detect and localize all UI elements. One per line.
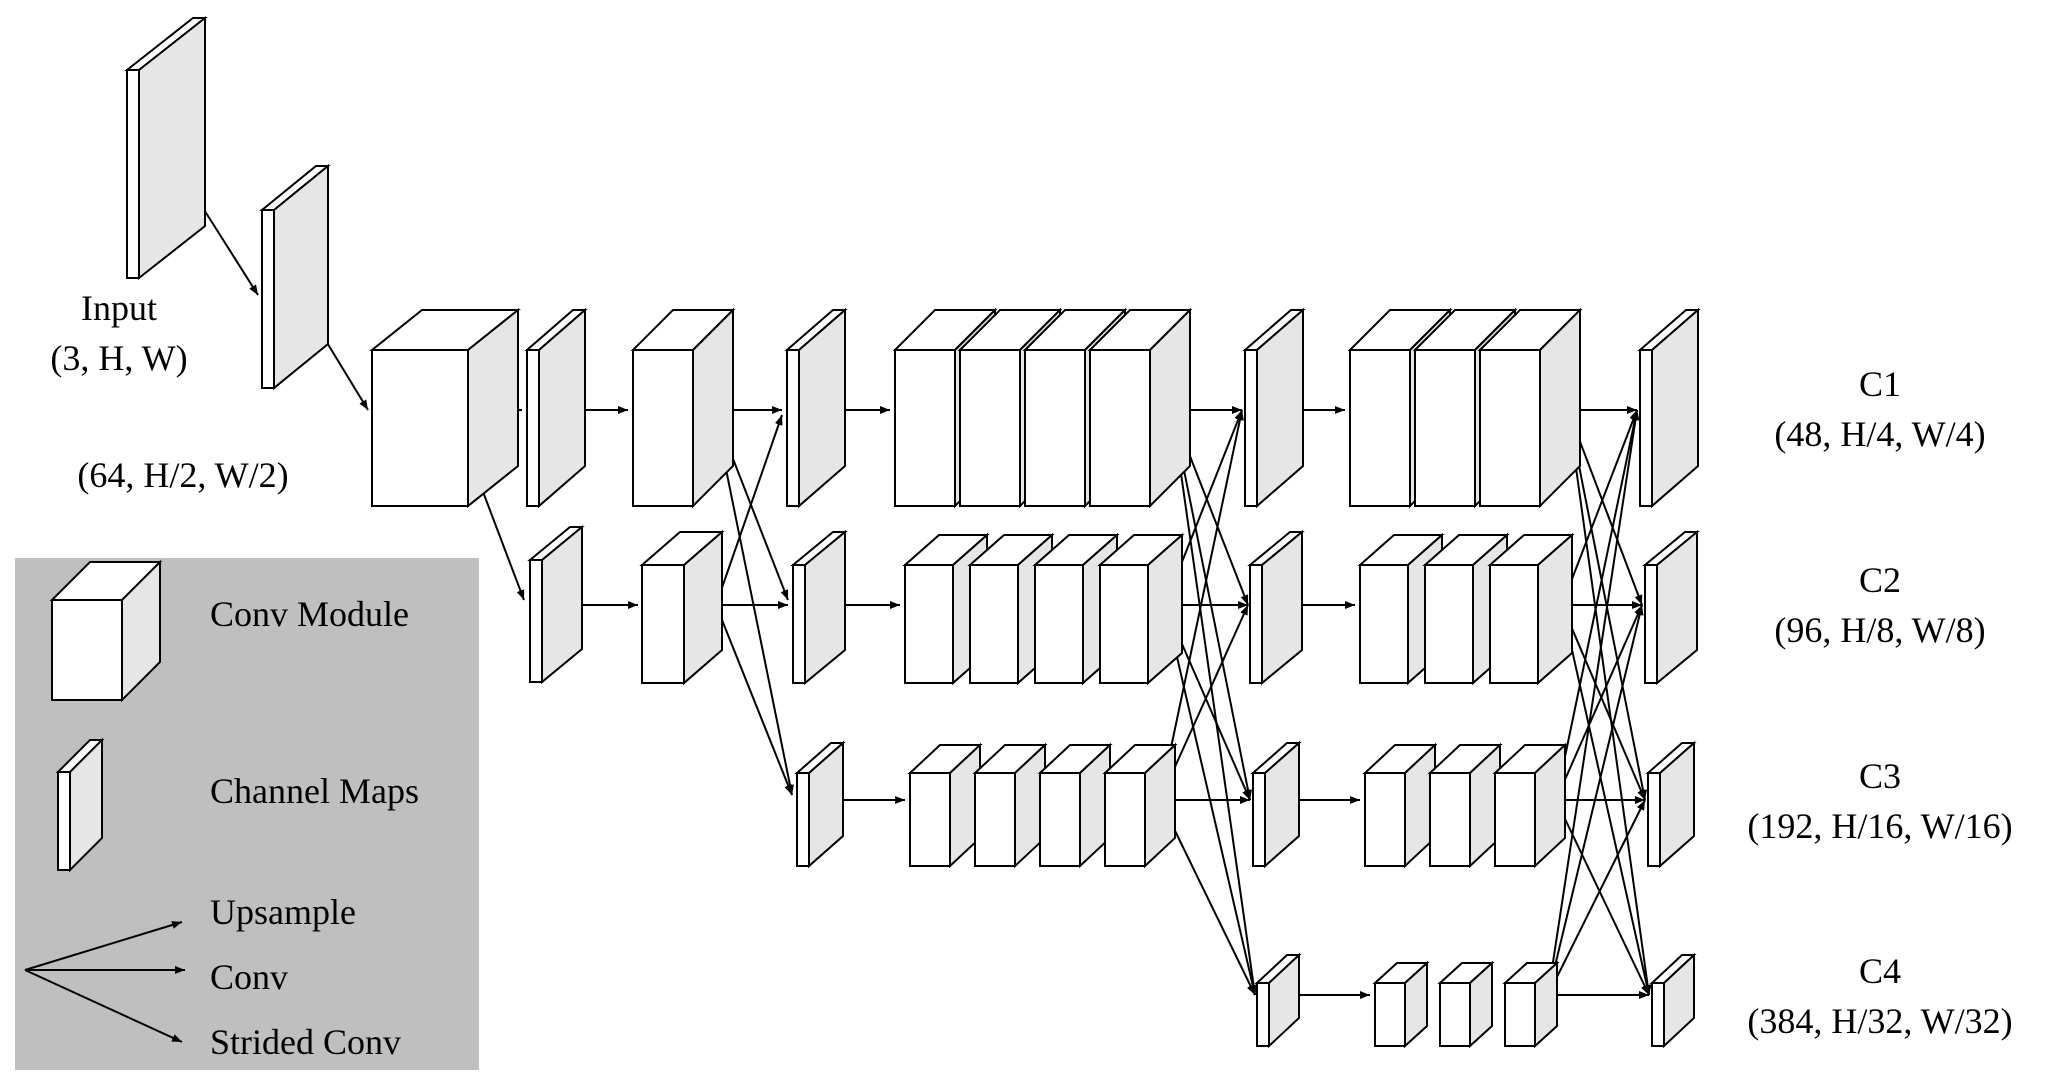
conv-module-r1-s2 bbox=[630, 307, 736, 509]
channel-map-r4-d bbox=[1649, 952, 1697, 1049]
conv-module-stem bbox=[369, 307, 521, 509]
input-shape: (3, H, W) bbox=[50, 338, 188, 378]
channel-map-r4-c bbox=[1254, 952, 1302, 1049]
channel-map-input bbox=[124, 15, 208, 281]
output-c4-name: C4 bbox=[1858, 951, 1902, 991]
legend-channel-maps-label: Channel Maps bbox=[210, 771, 419, 811]
output-c2-shape: (96, H/8, W/8) bbox=[1774, 610, 1986, 650]
legend-channel-map-icon bbox=[55, 737, 105, 873]
channel-map-r2-c bbox=[1247, 529, 1305, 686]
edge-ex3-3-2 bbox=[1547, 799, 1646, 996]
stem-shape: (64, H/2, W/2) bbox=[77, 455, 289, 495]
edge-ex2-0-3 bbox=[1171, 409, 1258, 996]
conv-module-r3-s3-0 bbox=[907, 742, 983, 869]
input-title: Input bbox=[81, 288, 157, 328]
conv-module-r3-s3-2 bbox=[1037, 742, 1113, 869]
conv-module-r4-s4-1 bbox=[1437, 960, 1495, 1049]
legend-strided-arrow bbox=[24, 969, 183, 1043]
edge-ex3-2-0 bbox=[1555, 409, 1639, 801]
edge-ex3-0-3 bbox=[1567, 409, 1652, 996]
blocks bbox=[49, 15, 1701, 1049]
conv-module-r4-s4-0 bbox=[1372, 960, 1430, 1049]
edge-ex1-2 bbox=[713, 409, 794, 796]
output-c3-shape: (192, H/16, W/16) bbox=[1747, 806, 2013, 846]
channel-map-r1-d bbox=[1637, 307, 1701, 509]
edge-ex3-3-0 bbox=[1547, 409, 1640, 996]
legend-conv-module-icon bbox=[49, 559, 163, 703]
conv-module-r3-s3-3 bbox=[1102, 742, 1178, 869]
edge-ex3-2-3 bbox=[1555, 799, 1650, 996]
legend-conv-module-label: Conv Module bbox=[210, 594, 410, 634]
edge-ex3-1-0 bbox=[1561, 409, 1638, 606]
channel-map-stem bbox=[259, 163, 331, 391]
output-c1-name: C1 bbox=[1858, 364, 1902, 404]
channel-map-r3-c bbox=[1250, 740, 1302, 869]
edge-ex3-2-1 bbox=[1555, 604, 1643, 801]
channel-map-r2-a bbox=[527, 524, 585, 685]
conv-module-r1-s3b-3 bbox=[1087, 307, 1193, 509]
channel-map-r1-b bbox=[784, 307, 848, 509]
output-c3-name: C3 bbox=[1858, 756, 1902, 796]
legend-strided-conv-label: Strided Conv bbox=[210, 1022, 402, 1062]
connections bbox=[24, 147, 1652, 1043]
edge-ex3-1-2 bbox=[1561, 604, 1646, 801]
output-c4-shape: (384, H/32, W/32) bbox=[1747, 1001, 2013, 1041]
conv-module-r3-s4-1 bbox=[1427, 742, 1503, 869]
channel-map-r1-a bbox=[524, 307, 588, 509]
edge-ex2-2-0 bbox=[1159, 409, 1244, 801]
channel-map-r2-b bbox=[790, 529, 848, 686]
conv-module-r2-s4-2 bbox=[1487, 532, 1575, 686]
channel-map-r3-b bbox=[794, 740, 846, 869]
conv-module-r2-s2 bbox=[639, 529, 725, 686]
channel-map-r2-d bbox=[1642, 529, 1700, 686]
edge-ex1-3 bbox=[715, 414, 783, 606]
edge-ex3-3-1 bbox=[1547, 604, 1644, 996]
legend-conv-label: Conv bbox=[210, 957, 289, 997]
conv-module-r3-s4-0 bbox=[1362, 742, 1438, 869]
conv-module-r3-s4-2 bbox=[1492, 742, 1568, 869]
channel-map-r3-d bbox=[1645, 740, 1697, 869]
conv-module-r2-s3-3 bbox=[1097, 532, 1185, 686]
output-c2-name: C2 bbox=[1858, 560, 1902, 600]
conv-module-r1-s4-2 bbox=[1477, 307, 1583, 509]
edge-ex1-5 bbox=[715, 604, 793, 796]
output-c1-shape: (48, H/4, W/4) bbox=[1774, 414, 1986, 454]
legend-upsample-label: Upsample bbox=[210, 892, 356, 932]
legend-upsample-arrow bbox=[24, 921, 183, 971]
conv-module-r4-s4-2 bbox=[1502, 960, 1560, 1049]
channel-map-r1-c bbox=[1242, 307, 1306, 509]
conv-module-r3-s3-1 bbox=[972, 742, 1048, 869]
